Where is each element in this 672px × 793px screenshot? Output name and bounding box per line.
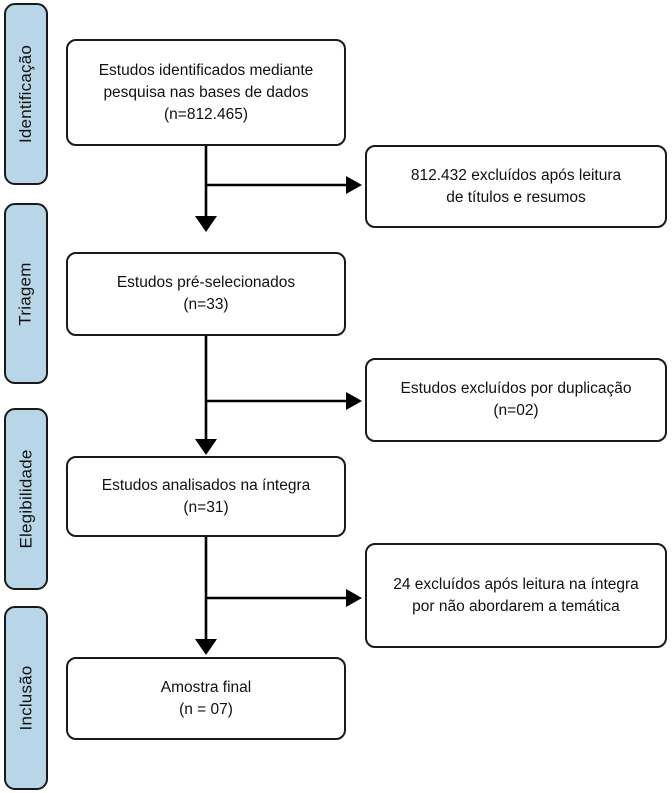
box-excluidos-duplicacao-text: Estudos excluídos por duplicação (n=02) (400, 380, 632, 419)
box-excluidos-integra: 24 excluídos após leitura na íntegra por… (365, 543, 667, 648)
stage-triagem-label: Triagem (16, 261, 35, 326)
arrow-eligibility-to-inclusion (195, 537, 217, 655)
box-amostra-final: Amostra final (n = 07) (66, 657, 346, 740)
box-estudos-identificados: Estudos identificados mediante pesquisa … (66, 39, 346, 146)
stage-elegibilidade-label: Elegibilidade (16, 449, 36, 549)
box-estudos-pre-selecionados-text: Estudos pré-selecionados (n=33) (116, 274, 296, 313)
stage-triagem: Triagem (4, 203, 48, 384)
arrow-branch-excluded-fulltext (206, 589, 362, 607)
stage-inclusao-label: Inclusão (16, 665, 36, 731)
box-amostra-final-text: Amostra final (n = 07) (160, 678, 252, 718)
box-excluidos-duplicacao: Estudos excluídos por duplicação (n=02) (365, 358, 667, 442)
stage-identificacao: Identificação (4, 3, 48, 185)
box-estudos-analisados: Estudos analisados na íntegra (n=31) (66, 456, 346, 537)
arrow-branch-excluded-duplicates (206, 392, 362, 410)
box-excluidos-titulos-resumos-text: 812.432 excluídos após leitura de título… (410, 166, 622, 206)
box-estudos-identificados-text: Estudos identificados mediante pesquisa … (98, 61, 314, 123)
stage-elegibilidade: Elegibilidade (4, 408, 48, 590)
arrow-identification-to-screening (195, 146, 217, 232)
box-excluidos-integra-text: 24 excluídos após leitura na íntegra por… (393, 575, 639, 615)
stage-identificacao-label: Identificação (16, 44, 35, 144)
arrow-branch-excluded-titles-abstracts (206, 176, 362, 194)
box-estudos-pre-selecionados: Estudos pré-selecionados (n=33) (66, 252, 346, 336)
stage-inclusao: Inclusão (4, 606, 48, 790)
box-excluidos-titulos-resumos: 812.432 excluídos após leitura de título… (365, 145, 667, 228)
arrow-screening-to-eligibility (195, 336, 217, 455)
box-estudos-analisados-text: Estudos analisados na íntegra (n=31) (101, 476, 311, 516)
